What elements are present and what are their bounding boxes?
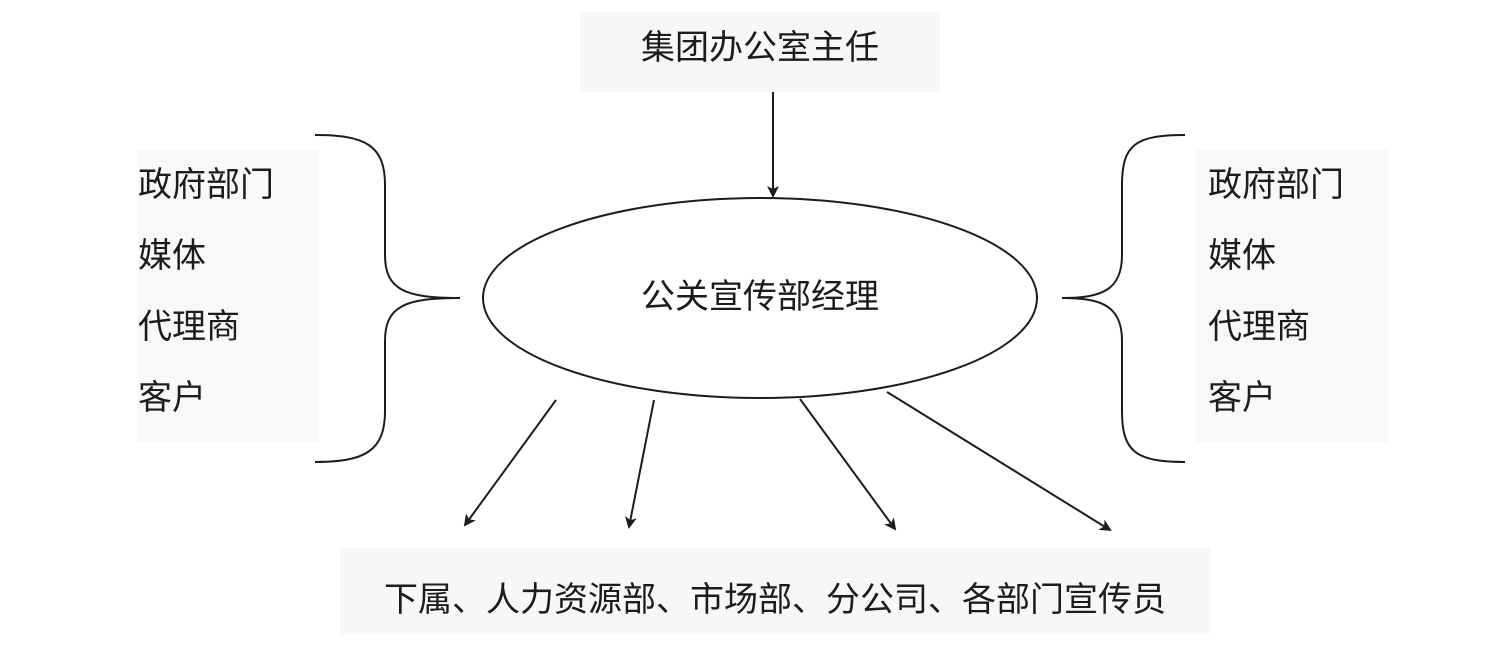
right-stakeholder-item: 政府部门 [1208,165,1344,205]
right-stakeholder-item: 客户 [1208,378,1276,418]
right-brace [1061,134,1186,463]
left-brace [314,134,461,463]
left-stakeholder-item: 政府部门 [138,165,274,205]
top-node-label: 集团办公室主任 [580,12,940,92]
center-node-label: 公关宣传部经理 [641,277,879,317]
left-stakeholder-item: 代理商 [138,307,240,347]
right-stakeholder-item: 媒体 [1208,236,1276,276]
center-ellipse [482,197,1038,399]
left-stakeholder-item: 客户 [138,378,206,418]
left-stakeholder-item: 媒体 [138,236,206,276]
left-stakeholder-list: 政府部门 媒体 代理商 客户 [138,150,318,442]
bottom-node-label: 下属、人力资源部、市场部、分公司、各部门宣传员 [340,548,1210,634]
arrow-center-to-bottom-2 [625,399,655,529]
arrow-center-to-bottom-3 [799,398,897,531]
right-stakeholder-list: 政府部门 媒体 代理商 客户 [1196,150,1388,442]
arrow-center-to-bottom-4 [886,391,1112,532]
arrow-center-to-bottom-1 [463,399,557,527]
right-stakeholder-item: 代理商 [1208,307,1310,347]
